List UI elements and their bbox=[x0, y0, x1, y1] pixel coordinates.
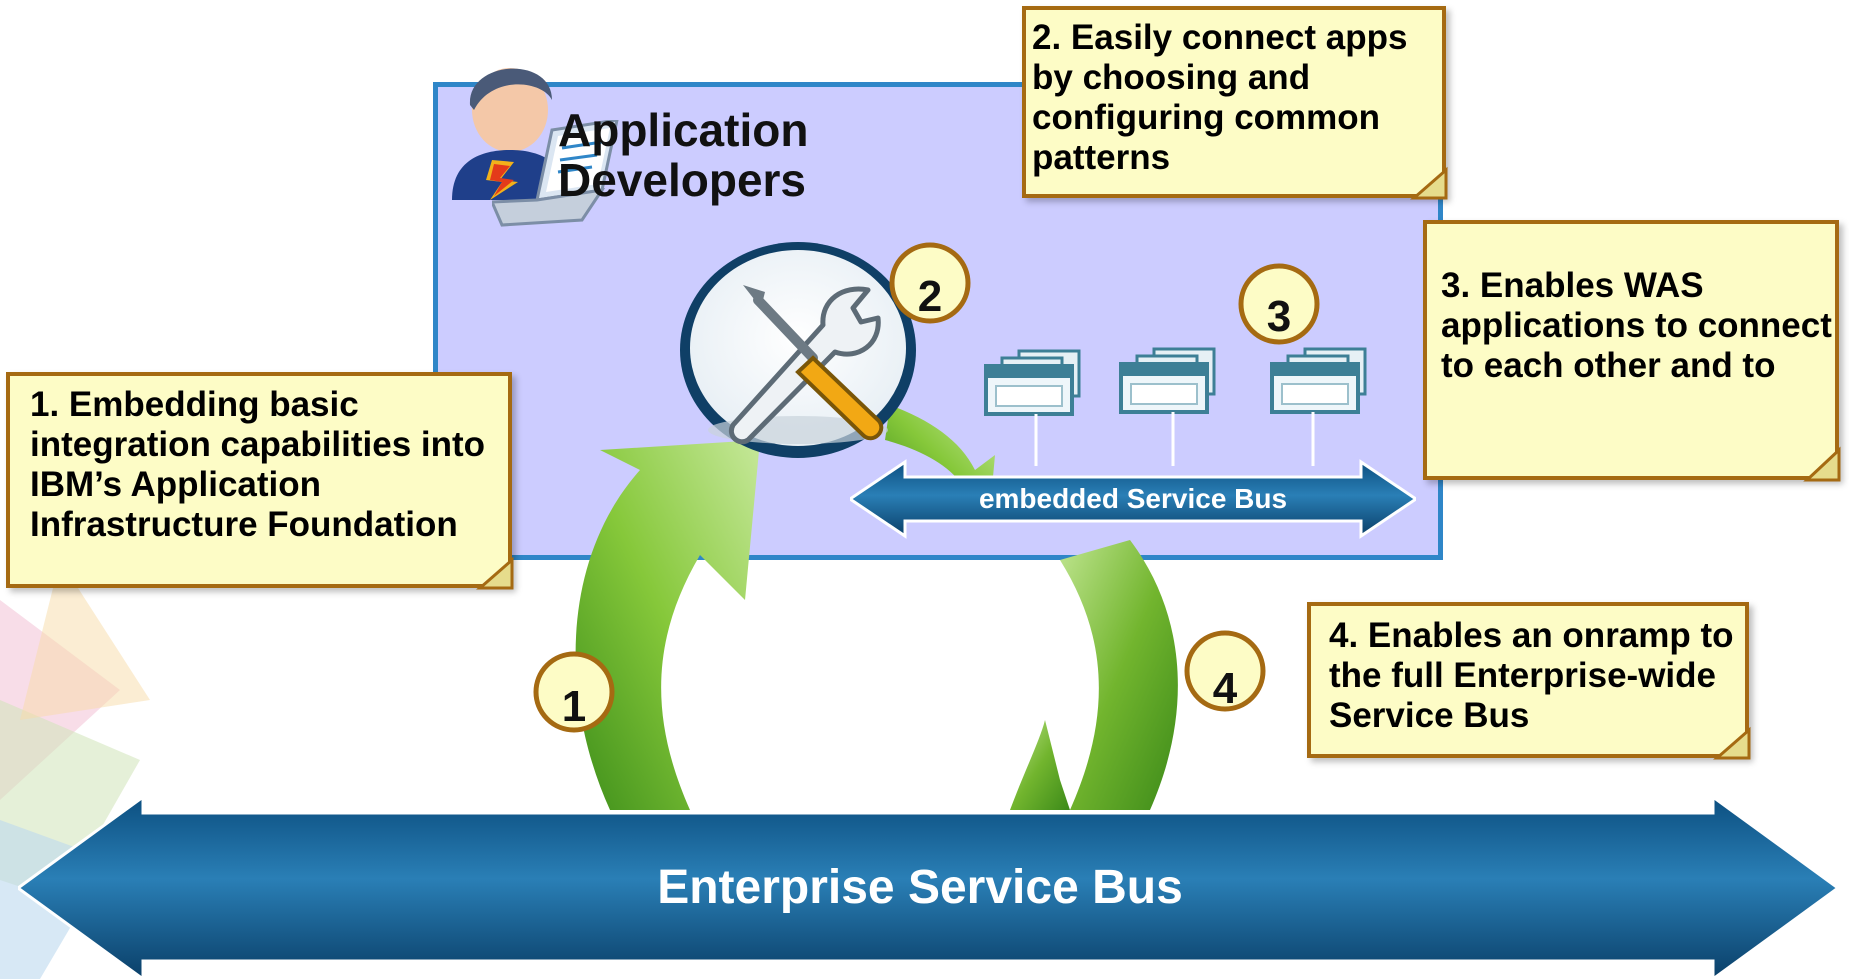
application-window-icon bbox=[984, 349, 1081, 416]
wrench-screwdriver-icon bbox=[680, 242, 916, 458]
note-3-text: 3. Enables WAS applications to connect t… bbox=[1441, 266, 1832, 385]
note-2-text: 2. Easily connect apps by choosing and c… bbox=[1032, 18, 1408, 177]
app-developers-label: Application Developers bbox=[558, 105, 808, 205]
note-4-text: 4. Enables an onramp to the full Enterpr… bbox=[1329, 616, 1734, 735]
note-1-text: 1. Embedding basic integration capabilit… bbox=[30, 385, 486, 544]
note-4 bbox=[1307, 602, 1749, 758]
badge-2: 2 bbox=[917, 272, 943, 321]
badge-1: 1 bbox=[561, 682, 587, 731]
note-3 bbox=[1423, 220, 1839, 480]
laptop-icon bbox=[492, 120, 619, 227]
embedded-service-bus-label: embedded Service Bus bbox=[978, 483, 1288, 514]
enterprise-service-bus-label: Enterprise Service Bus bbox=[657, 861, 1183, 914]
note-1 bbox=[6, 372, 512, 588]
app-developers-label-line1: Application bbox=[558, 104, 809, 156]
green-arrow-up-left bbox=[575, 440, 760, 810]
app-developers-label-line2: Developers bbox=[558, 154, 807, 206]
badge-4: 4 bbox=[1212, 664, 1238, 713]
application-window-icon bbox=[1270, 347, 1367, 414]
badge-3: 3 bbox=[1266, 292, 1292, 341]
green-arrow-down-right bbox=[1060, 540, 1178, 810]
application-window-icon bbox=[1119, 347, 1216, 414]
enterprise-service-bus bbox=[18, 797, 1838, 979]
embedded-service-bus bbox=[850, 459, 1416, 539]
note-2 bbox=[1022, 6, 1446, 198]
